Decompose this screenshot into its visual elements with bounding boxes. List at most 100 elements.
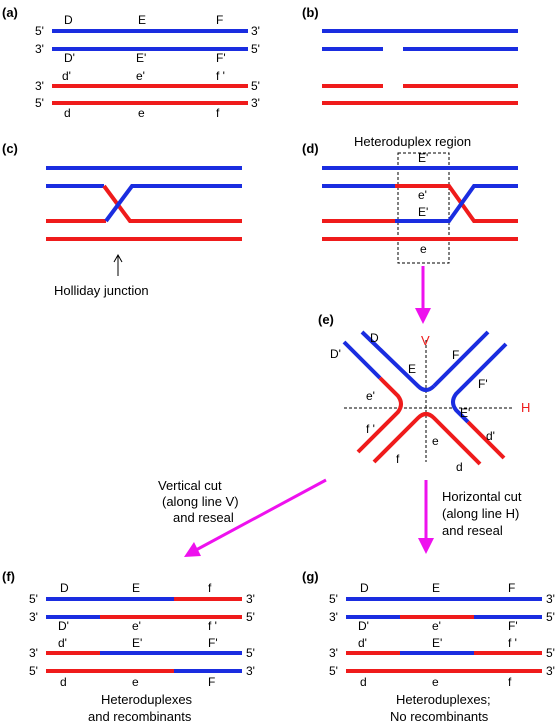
gene-label: d' [62, 69, 71, 83]
panel-f: (f) 5' 3' 3' 5' 3' 5' 5' 3' D E f D' e' … [2, 569, 255, 724]
gene-label: E' [136, 51, 146, 65]
end-label: 5' [546, 610, 555, 624]
gene-label: f [216, 106, 220, 120]
panel-g: (g) 5' 3' 3' 5' 3' 5' 5' 3' D E F D' e' … [302, 569, 555, 724]
panel-d-tag: (d) [302, 141, 319, 156]
end-label: 3' [546, 664, 555, 678]
end-label: 5' [29, 592, 38, 606]
strand-c2-cross [102, 184, 242, 223]
gene-label: d' [58, 636, 67, 650]
panel-f-caption-2: and recombinants [88, 709, 192, 724]
gene-label: F [208, 675, 215, 689]
strand-e-top-inner-left [360, 330, 436, 392]
gene-label: E [138, 13, 146, 27]
gene-label: F [452, 348, 459, 362]
panel-a-tag: (a) [2, 5, 18, 20]
gene-label: f ' [508, 636, 517, 650]
gene-label: D' [58, 619, 69, 633]
gene-label: D' [358, 619, 369, 633]
axis-v-label: V [421, 333, 430, 348]
end-label: 3' [546, 592, 555, 606]
end-label: 3' [246, 592, 255, 606]
end-label: 5' [329, 592, 338, 606]
gene-label: E [408, 362, 416, 376]
end-label: 5' [35, 96, 44, 110]
gene-label: D [360, 581, 369, 595]
panel-a: (a) 5' 3' 3' 5' 3' 5' 5' 3' D E F D' E' … [2, 5, 260, 120]
horizontal-cut-line-2: (along line H) [442, 506, 519, 521]
gene-label: E [432, 581, 440, 595]
strand-d2-cross [395, 184, 518, 223]
gene-label: d' [358, 636, 367, 650]
panel-b: (b) [302, 5, 518, 105]
panel-g-caption-2: No recombinants [390, 709, 489, 724]
gene-label: d [60, 675, 67, 689]
gene-label: D [60, 581, 69, 595]
holliday-pointer-head [113, 253, 123, 263]
gene-label: F' [208, 636, 218, 650]
end-label: 5' [546, 646, 555, 660]
strand-c3-cross [104, 184, 242, 223]
panel-f-tag: (f) [2, 569, 15, 584]
gene-label: e' [132, 619, 141, 633]
panel-c-tag: (c) [2, 141, 18, 156]
end-label: 5' [29, 664, 38, 678]
gene-label: E' [132, 636, 142, 650]
strand-e-bottom-inner [372, 412, 482, 466]
vertical-cut-line-1: Vertical cut [158, 478, 222, 493]
gene-label: e' [136, 69, 145, 83]
end-label: 5' [251, 42, 260, 56]
end-label: 5' [251, 79, 260, 93]
holliday-caption: Holliday junction [54, 283, 149, 298]
gene-label: D [64, 13, 73, 27]
arrow-d-to-e [415, 266, 431, 324]
end-label: 5' [35, 24, 44, 38]
vertical-cut-line-3: and reseal [173, 510, 234, 525]
gene-label: e' [366, 389, 375, 403]
panel-e-tag: (e) [318, 312, 334, 327]
end-label: 5' [246, 646, 255, 660]
gene-label: D' [64, 51, 75, 65]
gene-label: e [132, 675, 139, 689]
gene-label: e [138, 106, 145, 120]
gene-label: d [64, 106, 71, 120]
strand-e-tr-outer [451, 342, 508, 424]
end-label: 3' [35, 42, 44, 56]
gene-label: d' [486, 429, 495, 443]
heteroduplex-title: Heteroduplex region [354, 134, 471, 149]
gene-label: E' [460, 406, 470, 420]
gene-label: D [370, 331, 379, 345]
gene-label: E [132, 581, 140, 595]
panel-e: (e) V H D D' E e' f ' f F F' E' d' e d [318, 312, 530, 474]
end-label: 3' [251, 24, 260, 38]
end-label: 3' [29, 610, 38, 624]
gene-label: F' [216, 51, 226, 65]
panel-c: (c) Holliday junction [2, 141, 242, 298]
strand-e-tl-outer-blue [342, 340, 382, 380]
gene-label: e [432, 434, 439, 448]
panel-g-caption-1: Heteroduplexes; [396, 692, 491, 707]
gene-label: f [208, 581, 212, 595]
gene-label: D' [330, 347, 341, 361]
gene-label: e [420, 242, 427, 256]
gene-label: F' [478, 377, 488, 391]
end-label: 5' [246, 610, 255, 624]
strand-e-tl-outer-red [356, 376, 403, 454]
end-label: 3' [329, 646, 338, 660]
horizontal-cut-line-1: Horizontal cut [442, 489, 522, 504]
panel-g-tag: (g) [302, 569, 319, 584]
end-label: 3' [29, 646, 38, 660]
end-label: 3' [246, 664, 255, 678]
heteroduplex-box [397, 152, 450, 264]
panel-f-caption-1: Heteroduplexes [101, 692, 193, 707]
strand-e-top-inner-right [432, 330, 490, 388]
gene-label: F [216, 13, 223, 27]
strand-d3-cross [395, 184, 518, 223]
gene-label: d [360, 675, 367, 689]
gene-label: f ' [208, 619, 217, 633]
strand-e-br-outer-red [466, 420, 506, 460]
gene-label: d [456, 460, 463, 474]
gene-label: F' [508, 619, 518, 633]
gene-label: f [396, 452, 400, 466]
